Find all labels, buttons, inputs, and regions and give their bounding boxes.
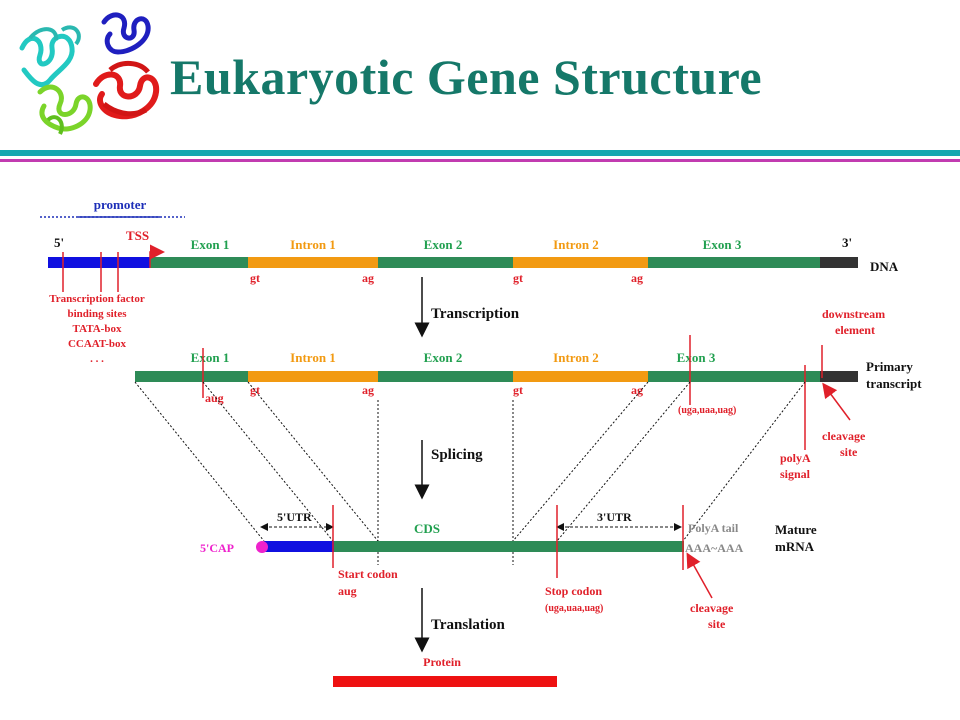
- primary-label-2: transcript: [866, 376, 922, 391]
- dna-label: DNA: [870, 259, 899, 274]
- start-codon-1: Start codon: [338, 567, 398, 581]
- promoter-note-4: CCAAT-box: [68, 338, 127, 350]
- utr3-label: 3'UTR: [597, 510, 632, 524]
- dna-intron2-label: Intron 2: [553, 237, 599, 252]
- mature-mrna-row: 5'CAP 5'UTR 3'UTR CDS PolyA tail AAA~AAA…: [200, 505, 817, 631]
- polya-label-1: polyA: [780, 451, 811, 465]
- dna-ag-2: ag: [631, 271, 643, 285]
- protein-ribbon-structure-icon: [19, 12, 160, 135]
- downstream-label-2: element: [835, 323, 875, 337]
- title-rule-magenta: [0, 159, 960, 162]
- dna-exon3-label: Exon 3: [703, 237, 742, 252]
- dna-ag-1: ag: [362, 271, 374, 285]
- splicing-guides: [134, 381, 806, 565]
- pt-exon3-label: Exon 3: [677, 350, 716, 365]
- dna-5prime: 5': [54, 235, 64, 250]
- pt-aug: aug: [205, 391, 224, 405]
- dna-3prime: 3': [842, 235, 852, 250]
- mature-label-1: Mature: [775, 522, 817, 537]
- dna-promoter-segment: [48, 257, 150, 268]
- promoter-note-5: . . .: [90, 353, 104, 365]
- pt-intron2-label: Intron 2: [553, 350, 599, 365]
- page-title: Eukaryotic Gene Structure: [170, 49, 763, 105]
- dna-gt-1: gt: [250, 271, 260, 285]
- primary-label-1: Primary: [866, 359, 913, 374]
- promoter-label: promoter: [94, 197, 147, 212]
- aaa-label: AAA~AAA: [685, 541, 744, 555]
- mrna-cleavage-1: cleavage: [690, 601, 734, 615]
- cap-dot: [256, 541, 268, 553]
- stop-codon-1: Stop codon: [545, 584, 602, 598]
- mrna-cleavage-2: site: [708, 617, 726, 631]
- polya-tail-label: PolyA tail: [688, 521, 739, 535]
- pt-gt-1: gt: [250, 383, 260, 397]
- dna-intron2-segment: [513, 257, 648, 268]
- tss-label: TSS: [126, 228, 149, 243]
- dna-exon2-label: Exon 2: [424, 237, 463, 252]
- mature-label-2: mRNA: [775, 539, 815, 554]
- dna-intron1-segment: [248, 257, 378, 268]
- cds-label: CDS: [414, 521, 440, 536]
- downstream-label-1: downstream: [822, 307, 885, 321]
- promoter-note-1: Transcription factor: [49, 293, 145, 305]
- pt-exon2-label: Exon 2: [424, 350, 463, 365]
- promoter-note-3: TATA-box: [73, 323, 122, 335]
- dna-exon1-label: Exon 1: [191, 237, 230, 252]
- dna-intron1-label: Intron 1: [290, 237, 336, 252]
- title-rule-teal: [0, 150, 960, 156]
- primary-transcript-row: Exon 1 Intron 1 Exon 2 Intron 2 Exon 3 g…: [135, 307, 922, 481]
- pt-stop-codons: (uga,uaa,uag): [678, 405, 736, 416]
- pt-cleavage-1: cleavage: [822, 429, 866, 443]
- pt-ag-1: ag: [362, 383, 374, 397]
- stop-codon-2: (uga,uaa,uag): [545, 603, 603, 614]
- protein-label: Protein: [423, 655, 461, 669]
- dna-row: promoter 5' 3' DNA Exon 1 Intron 1 Exon …: [40, 197, 899, 365]
- start-codon-2: aug: [338, 584, 357, 598]
- dna-exon3-segment: [648, 257, 820, 268]
- pt-ag-2: ag: [631, 383, 643, 397]
- pt-cleavage-2: site: [840, 445, 858, 459]
- promoter-note-2: binding sites: [68, 308, 128, 320]
- pt-exon1-label: Exon 1: [191, 350, 230, 365]
- pt-intron1-label: Intron 1: [290, 350, 336, 365]
- dna-gt-2: gt: [513, 271, 523, 285]
- dna-exon2-segment: [378, 257, 513, 268]
- protein-bar: [333, 676, 557, 687]
- step-splicing: Splicing: [431, 447, 483, 463]
- dna-exon1-segment: [150, 257, 248, 268]
- dna-3prime-segment: [820, 257, 858, 268]
- polya-label-2: signal: [780, 467, 811, 481]
- utr5-label: 5'UTR: [277, 510, 312, 524]
- step-translation: Translation: [431, 617, 506, 633]
- pt-gt-2: gt: [513, 383, 523, 397]
- step-transcription: Transcription: [431, 306, 520, 322]
- cap-label: 5'CAP: [200, 541, 234, 555]
